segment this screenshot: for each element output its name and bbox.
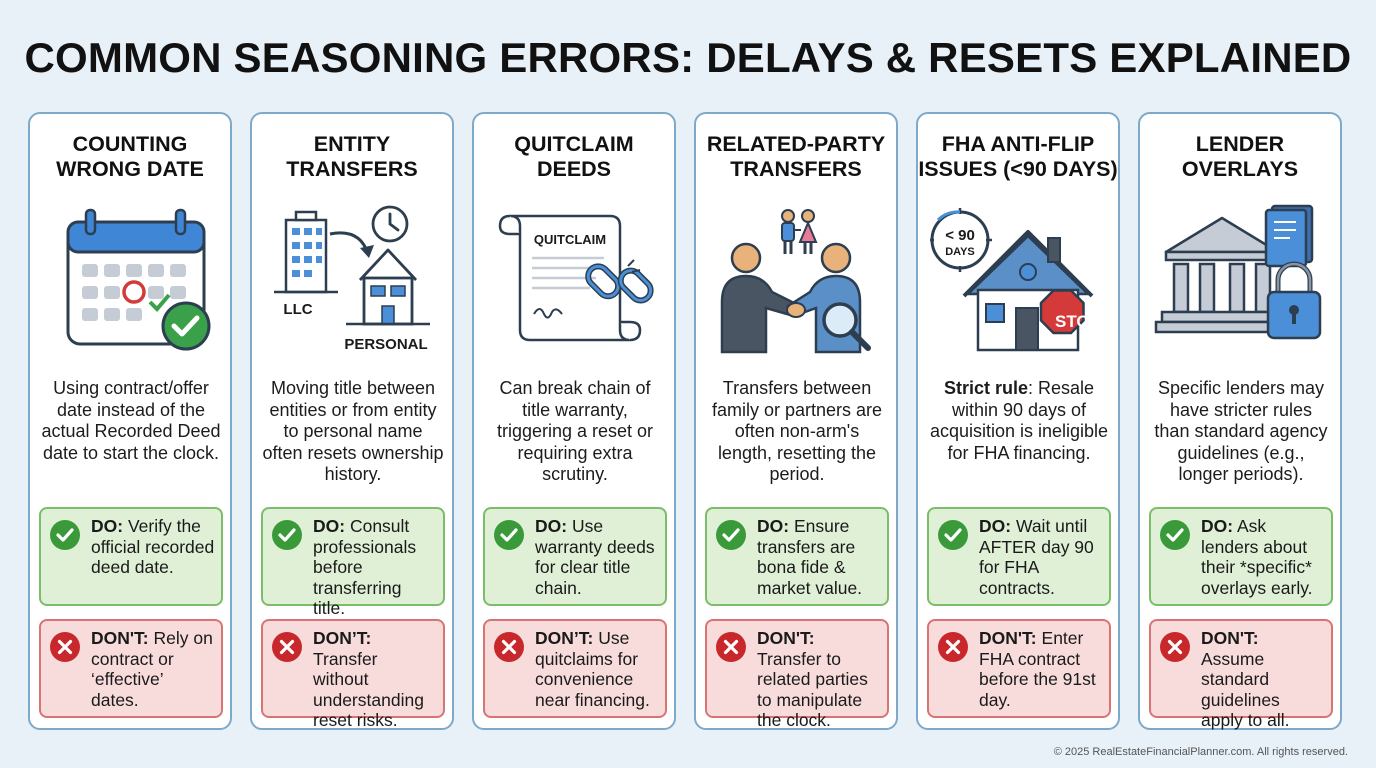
do-box: DO: Verify the official recorded deed da… <box>39 507 223 606</box>
check-circle-icon <box>50 520 80 550</box>
card-description: Transfers between family or partners are… <box>711 378 883 484</box>
llc-label: LLC <box>283 301 312 318</box>
scroll-broken-chain-icon: QUITCLAIM <box>498 214 654 342</box>
do-label: DO: <box>1201 516 1234 536</box>
page-title: COMMON SEASONING ERRORS: DELAYS & RESETS… <box>24 34 1352 81</box>
dont-text: Use quitclaims for convenience near fina… <box>535 628 650 710</box>
card-entity-transfers: ENTITY TRANSFERS LLC PERSONAL Moving tit… <box>250 112 454 730</box>
building-transfer-icon: LLC PERSONAL <box>274 205 430 353</box>
card-description: Can break chain of title warranty, trigg… <box>496 378 654 484</box>
card-description: Specific lenders may have stricter rules… <box>1154 378 1328 484</box>
do-text: Wait until AFTER day 90 for FHA contract… <box>979 516 1094 598</box>
dont-box: DON'T: Transfer to related parties to ma… <box>705 619 889 730</box>
card-title-line: LENDER <box>1195 132 1285 156</box>
card-title-line: FHA ANTI-FLIP <box>941 132 1095 156</box>
dont-box: DON'T: Rely on contract or ‘effective’ d… <box>39 619 223 718</box>
card-title: COUNTING WRONG DATE <box>30 132 230 182</box>
do-box: DO: Wait until AFTER day 90 for FHA cont… <box>927 507 1111 606</box>
handshake-magnifier-icon <box>720 209 871 354</box>
dont-text: Transfer without understanding reset ris… <box>313 648 424 731</box>
do-label: DO: <box>313 516 346 536</box>
card-description: Using contract/offer date instead of the… <box>41 378 221 463</box>
dont-text: Transfer to related parties to manipulat… <box>757 648 868 731</box>
x-circle-icon <box>938 632 968 662</box>
do-text: Ask lenders about their *specific* overl… <box>1201 516 1313 598</box>
calendar-check-icon <box>66 208 211 351</box>
card-title-line: ISSUES (<90 DAYS) <box>918 157 1118 181</box>
do-text: Use warranty deeds for clear title chain… <box>535 516 655 598</box>
bank-book-lock-icon <box>1154 204 1322 340</box>
card-title-line: TRANSFERS <box>286 157 418 181</box>
check-circle-icon <box>1160 520 1190 550</box>
dont-label: DON’T: <box>535 628 594 648</box>
do-label: DO: <box>535 516 568 536</box>
card-title-line: COUNTING <box>72 132 188 156</box>
card-description: Moving title between entities or from en… <box>262 378 444 484</box>
dont-text: Assume standard guidelines apply to all. <box>1201 648 1290 731</box>
dont-text: Rely on contract or ‘effective’ dates. <box>91 628 213 710</box>
stop-sign-label: STOP <box>1055 312 1101 331</box>
card-title: QUITCLAIM DEEDS <box>474 132 674 182</box>
card-title: RELATED-PARTY TRANSFERS <box>696 132 896 182</box>
dont-label: DON'T: <box>757 628 815 648</box>
card-title-line: TRANSFERS <box>730 157 862 181</box>
card-counting-wrong-date: COUNTING WRONG DATE Using contract/offer… <box>28 112 232 730</box>
card-related-party-transfers: RELATED-PARTY TRANSFERS Transfers betwee… <box>694 112 898 730</box>
do-box: DO: Consult professionals before transfe… <box>261 507 445 618</box>
card-title: FHA ANTI-FLIP ISSUES (<90 DAYS) <box>918 132 1118 182</box>
dont-box: DON'T: Assume standard guidelines apply … <box>1149 619 1333 730</box>
card-title-line: OVERLAYS <box>1181 157 1299 181</box>
dont-text: Enter FHA contract before the 91st day. <box>979 628 1096 710</box>
card-description: Strict rule: Resale within 90 days of ac… <box>928 378 1110 464</box>
card-title: ENTITY TRANSFERS <box>252 132 452 182</box>
check-circle-icon <box>272 520 302 550</box>
do-label: DO: <box>757 516 790 536</box>
quitclaim-label: QUITCLAIM <box>534 232 606 247</box>
description-bold: Strict rule <box>943 378 1028 398</box>
x-circle-icon <box>272 632 302 662</box>
card-title-line: QUITCLAIM <box>514 132 634 156</box>
copyright-footer: © 2025 RealEstateFinancialPlanner.com. A… <box>1053 746 1348 758</box>
do-box: DO: Ensure transfers are bona fide & mar… <box>705 507 889 606</box>
description-rest: : Resale within 90 days of acquisition i… <box>929 378 1109 463</box>
dont-label: DON'T: <box>91 628 149 648</box>
do-label: DO: <box>91 516 124 536</box>
house-stop-timer-icon: < 90 DAYS STOP <box>930 208 1101 352</box>
check-circle-icon <box>494 520 524 550</box>
dont-box: DON'T: Enter FHA contract before the 91s… <box>927 619 1111 718</box>
dont-label: DON’T: <box>313 628 372 648</box>
do-text: Consult professionals before transferrin… <box>313 516 417 618</box>
x-circle-icon <box>50 632 80 662</box>
timer-value: < 90 <box>945 227 975 244</box>
dont-label: DON'T: <box>979 628 1037 648</box>
do-box: DO: Use warranty deeds for clear title c… <box>483 507 667 606</box>
card-title-line: WRONG DATE <box>56 157 204 181</box>
dont-box: DON’T: Transfer without understanding re… <box>261 619 445 730</box>
card-title: LENDER OVERLAYS <box>1140 132 1340 182</box>
x-circle-icon <box>1160 632 1190 662</box>
x-circle-icon <box>716 632 746 662</box>
do-label: DO: <box>979 516 1012 536</box>
personal-label: PERSONAL <box>344 336 427 353</box>
check-circle-icon <box>716 520 746 550</box>
timer-unit: DAYS <box>945 246 975 258</box>
card-lender-overlays: LENDER OVERLAYS Specific lenders may hav… <box>1138 112 1342 730</box>
dont-box: DON’T: Use quitclaims for convenience ne… <box>483 619 667 718</box>
do-text: Verify the official recorded deed date. <box>91 516 215 577</box>
do-text: Ensure transfers are bona fide & market … <box>757 516 863 598</box>
card-title-line: DEEDS <box>536 157 612 181</box>
card-title-line: ENTITY <box>313 132 391 156</box>
check-circle-icon <box>938 520 968 550</box>
dont-label: DON'T: <box>1201 628 1259 648</box>
x-circle-icon <box>494 632 524 662</box>
card-title-line: RELATED-PARTY <box>706 132 886 156</box>
card-fha-anti-flip: FHA ANTI-FLIP ISSUES (<90 DAYS) < 90 DAY… <box>916 112 1120 730</box>
do-box: DO: Ask lenders about their *specific* o… <box>1149 507 1333 606</box>
card-quitclaim-deeds: QUITCLAIM DEEDS QUITCLAIM Can break chai… <box>472 112 676 730</box>
